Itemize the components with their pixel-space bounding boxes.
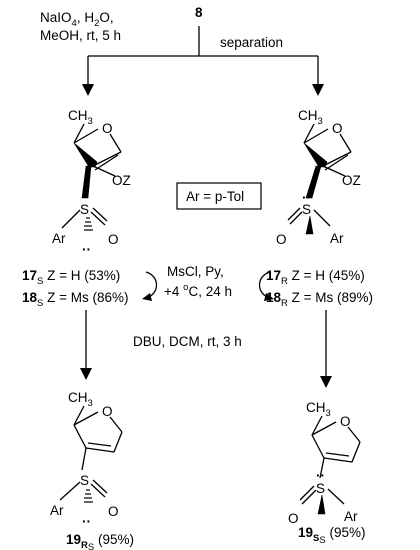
separation-label: separation [220, 35, 283, 50]
molecule-19rs: CH3 O S Ar O ·· [50, 390, 123, 529]
aryl-definition-box [176, 182, 262, 210]
ring-oxygen-label: O [102, 404, 113, 419]
molecule-19ss: CH3 O S O Ar ·· [288, 400, 361, 526]
mesylation-conditions-line1: MsCl, Py, [167, 264, 224, 279]
compound-18r-label: 18R Z = Ms (89%) [266, 290, 373, 309]
lone-pair: ·· [302, 190, 311, 205]
mesylation-curved-arrows [142, 271, 274, 301]
sulfinyl-oxygen-label: O [108, 232, 119, 247]
lone-pair: ·· [82, 514, 91, 529]
molecule-17s-18s: CH3 O OZ S Ar O ·· [52, 108, 131, 257]
elimination-arrows [80, 310, 332, 388]
oxidation-conditions-line2: MeOH, rt, 5 h [40, 28, 121, 43]
sulfur-label: S [302, 202, 311, 217]
ring-oxygen-label: O [340, 414, 351, 429]
oxidation-conditions-line1: NaIO4, H2O, [40, 10, 114, 29]
aryl-label: Ar [50, 503, 64, 518]
sulfur-label: S [316, 481, 325, 496]
lone-pair: ·· [316, 468, 325, 483]
ring-oxygen-label: O [332, 121, 343, 136]
lone-pair: ·· [82, 242, 91, 257]
oz-label: OZ [342, 173, 361, 188]
mesylation-conditions-line2: +4 oC, 24 h [164, 282, 232, 299]
aryl-label: Ar [330, 231, 344, 246]
sulfur-label: S [80, 473, 89, 488]
separation-arrows [82, 26, 324, 96]
sulfinyl-oxygen-label: O [276, 232, 287, 247]
starting-compound-number: 8 [195, 5, 203, 20]
compound-19ss-label: 19SS (95%) [298, 525, 365, 546]
ring-oxygen-label: O [102, 121, 113, 136]
compound-17r-label: 17R Z = H (45%) [266, 268, 365, 287]
compound-19rs-label: 19RS (95%) [66, 532, 134, 550]
elimination-conditions: DBU, DCM, rt, 3 h [133, 334, 242, 349]
sulfinyl-oxygen-label: O [288, 511, 299, 526]
methyl-label: CH3 [306, 400, 331, 419]
methyl-label: CH3 [298, 108, 323, 127]
sulfur-label: S [80, 202, 89, 217]
oz-label: OZ [112, 173, 131, 188]
sulfinyl-oxygen-label: O [108, 504, 119, 519]
aryl-definition: Ar = p-Tol [186, 189, 244, 204]
methyl-label: CH3 [68, 108, 93, 127]
compound-17s-label: 17S Z = H (53%) [22, 268, 120, 287]
aryl-label: Ar [52, 231, 66, 246]
compound-18s-label: 18S Z = Ms (86%) [22, 290, 129, 309]
molecule-17r-18r: CH3 O OZ S O Ar ·· [276, 108, 361, 247]
methyl-label: CH3 [68, 390, 93, 409]
aryl-label: Ar [344, 509, 358, 524]
